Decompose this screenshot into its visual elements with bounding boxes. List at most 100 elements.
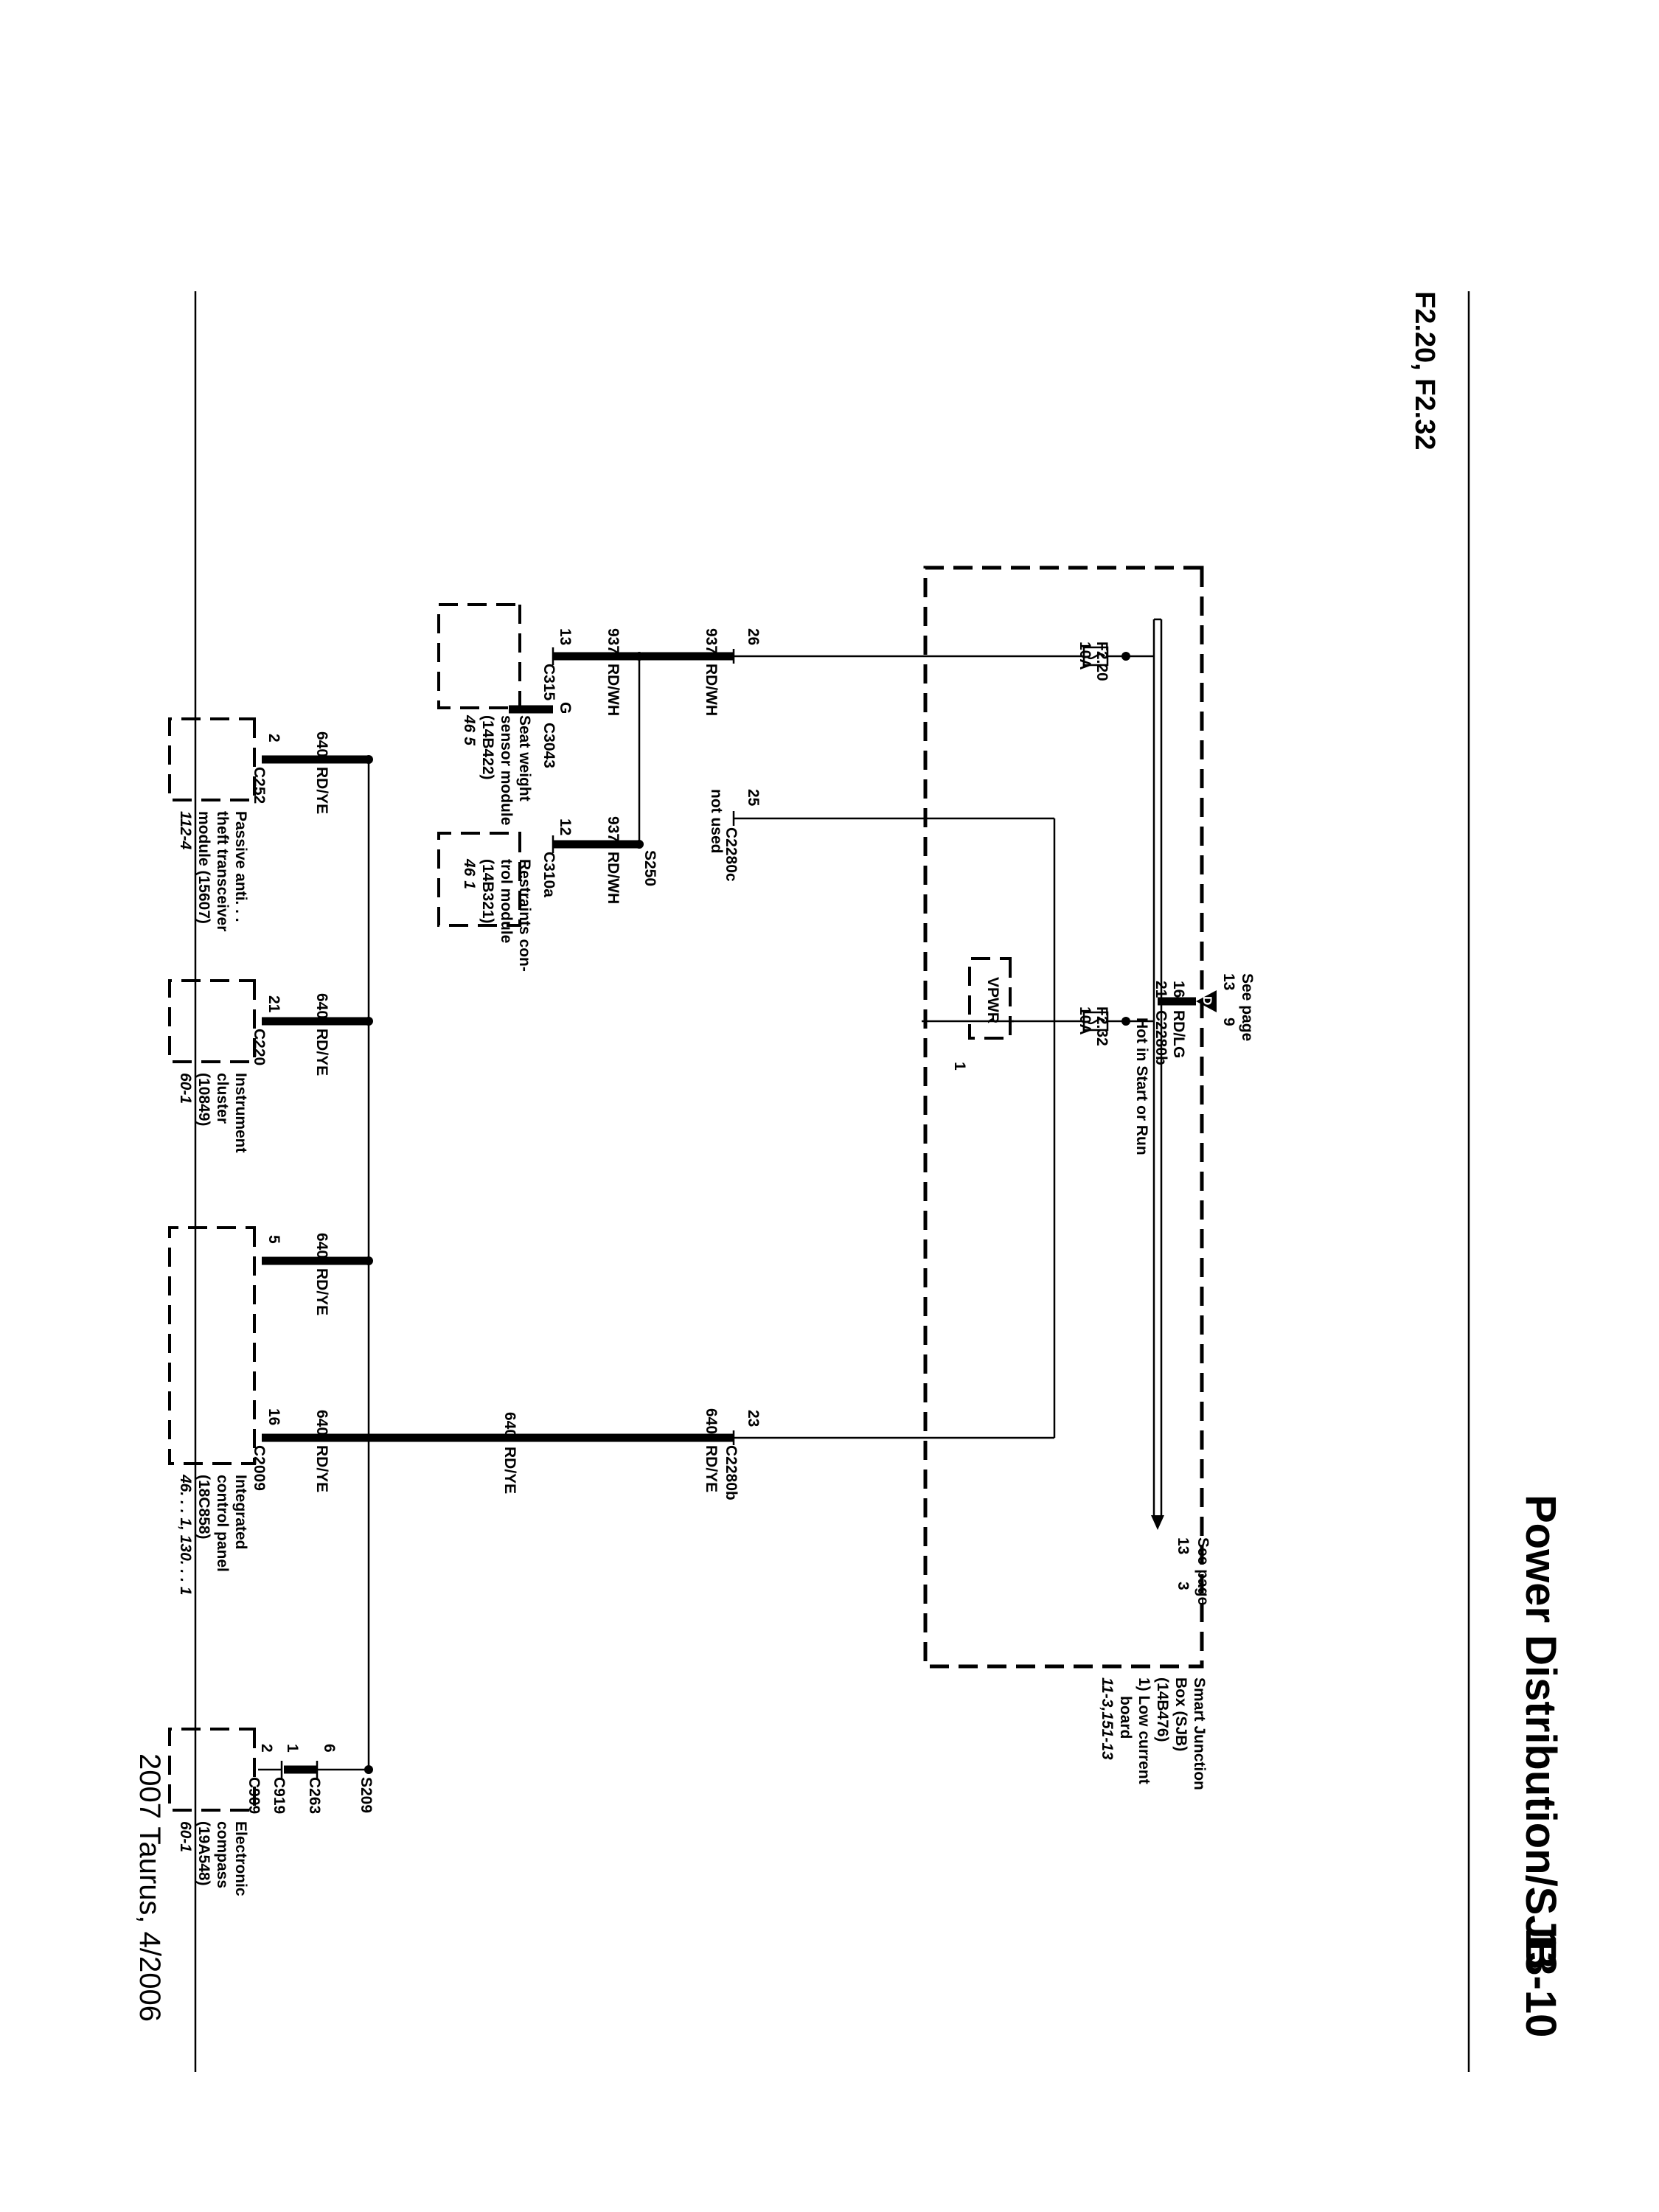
seat-weight-module [437, 603, 521, 709]
sjb-name-line: Smart Junction [1191, 1677, 1208, 1790]
rcm-name-line: Restraints con- [516, 859, 533, 972]
branch-color: RD/WH [605, 664, 622, 716]
rcm-pin: 12 [557, 818, 574, 835]
sjb-pin-25: 25 [745, 789, 762, 807]
icp-name-line: control panel [214, 1475, 231, 1572]
pin23-color: RD/YE [703, 1445, 720, 1492]
rcm-name-line: (14B321) [479, 859, 496, 924]
page-title: Power Distribution/SJB [1517, 1495, 1565, 1970]
fuse-name: F2.32 [1093, 1006, 1110, 1046]
icp-pin: 16 [265, 1408, 282, 1425]
splice-s250: S250 [641, 850, 658, 886]
pin26-color: RD/WH [703, 664, 720, 716]
ipc-pin: 21 [265, 995, 282, 1013]
fuse-rating: 10A [1077, 641, 1093, 670]
icp-pin: 5 [265, 1235, 282, 1244]
see-page-label: See page [1194, 1537, 1211, 1605]
fuse-f220-junction [1121, 652, 1130, 661]
connector-flag-icon [1196, 990, 1217, 1012]
icp16-color: RD/YE [501, 1447, 518, 1494]
sjb-pin-23: 23 [745, 1410, 762, 1427]
fuse-rating: 10A [1077, 1006, 1093, 1035]
icp16-wire2: 640 [313, 1410, 330, 1436]
pats-name-line: Passive anti. . . [232, 811, 249, 922]
fuse-f220-element [1086, 653, 1105, 660]
integrated-control-panel [168, 1226, 256, 1465]
pats-name-line: theft transceiver [214, 811, 231, 931]
flag-letter: D [1200, 996, 1214, 1005]
seat-name-line: Seat weight [516, 715, 533, 801]
icp-name-line: (18C858) [195, 1475, 212, 1540]
icp-name-line: Integrated [232, 1475, 249, 1550]
compass-name-line: compass [214, 1821, 231, 1888]
pats-ref: 112-4 [177, 811, 194, 849]
pats-wire: 640 [313, 731, 330, 757]
pats-pin: 2 [265, 734, 282, 742]
sjb-page-ref: 11-3,151-13 [1099, 1677, 1116, 1760]
pin26-wire: 937 [703, 628, 720, 654]
sjb-name-line: board [1117, 1696, 1134, 1739]
seat-ground-pin: G [557, 702, 574, 714]
see-page-num: 13 [1175, 1537, 1192, 1554]
ipc-ref: 60-1 [177, 1073, 194, 1104]
fuse-f232-junction [1121, 1017, 1130, 1026]
pats-color: RD/YE [313, 767, 330, 814]
instrument-cluster-module [168, 979, 256, 1063]
pin23-wire: 640 [703, 1408, 720, 1434]
see-page-label: See page [1239, 973, 1256, 1041]
branch-wire: 937 [605, 816, 622, 842]
footer-text: 2007 Taurus, 4/2006 [133, 1753, 166, 2022]
icp16-wire: 640 [501, 1412, 518, 1438]
compass-pin: 6 [321, 1744, 338, 1753]
ipc-name-line: (10849) [195, 1073, 212, 1126]
seat-name-line: sensor module [498, 715, 515, 825]
vpwr-label: VPWR [984, 977, 1001, 1023]
icp-color: RD/YE [313, 1268, 330, 1315]
sjb-name-line: (14B476) [1154, 1677, 1171, 1742]
pin25-note: not used [708, 789, 725, 854]
pin23-connector-label: C2280b [723, 1445, 740, 1500]
rcm-connector: C310a [540, 852, 557, 897]
feed-pin2: 21 [1152, 981, 1169, 998]
electronic-compass [168, 1728, 256, 1812]
feed-pin: 16 [1170, 981, 1187, 998]
splice-s209: S209 [358, 1777, 375, 1813]
pats-name-line: module (15607) [195, 811, 212, 924]
restraints-module [437, 832, 521, 927]
vpwr-box [968, 957, 1012, 1040]
seat-connector: C315 [540, 664, 557, 701]
ipc-wire: 640 [313, 993, 330, 1019]
sjb-pin-26: 26 [745, 628, 762, 645]
ipc-name-line: cluster [214, 1073, 231, 1124]
compass-connector: C263 [306, 1777, 323, 1814]
page-number: 13-10 [1517, 1928, 1565, 2037]
seat-pin: 13 [557, 628, 574, 645]
seat-ref: 46 5 [461, 714, 478, 745]
ipc-name-line: Instrument [232, 1073, 249, 1153]
ipc-color: RD/YE [313, 1029, 330, 1076]
icp-ref: 46. . . 1, 130. . . 1 [177, 1474, 194, 1595]
sjb-box [923, 566, 1204, 1669]
compass-pin: 1 [284, 1744, 301, 1753]
pats-module [168, 717, 256, 801]
sjb-name-line: 1) Low current [1135, 1677, 1152, 1784]
bus-arrow [1151, 1515, 1164, 1530]
pin25-connector-label: C2280c [723, 827, 740, 882]
feed-connector: C2280b [1152, 1010, 1169, 1065]
fuse-name: F2.20 [1093, 641, 1110, 681]
see-page-num: 9 [1220, 1018, 1237, 1026]
compass-name-line: (19A548) [195, 1821, 212, 1886]
icp16-color2: RD/YE [313, 1445, 330, 1492]
rcm-ref: 46 1 [461, 858, 478, 889]
seat-ground-connector: C3043 [540, 723, 557, 768]
sjb-name-line: Box (SJB) [1172, 1677, 1189, 1751]
vpwr-note: 1 [951, 1062, 968, 1071]
bus-label: Hot in Start or Run [1133, 1018, 1150, 1155]
fuse-f232-element [1086, 1018, 1105, 1025]
sjb-label: Smart Junction Box (SJB) (14B476) 1) Low… [1099, 1677, 1208, 1790]
see-page-num: 13 [1220, 973, 1237, 990]
seat-name-line: (14B422) [479, 715, 496, 780]
